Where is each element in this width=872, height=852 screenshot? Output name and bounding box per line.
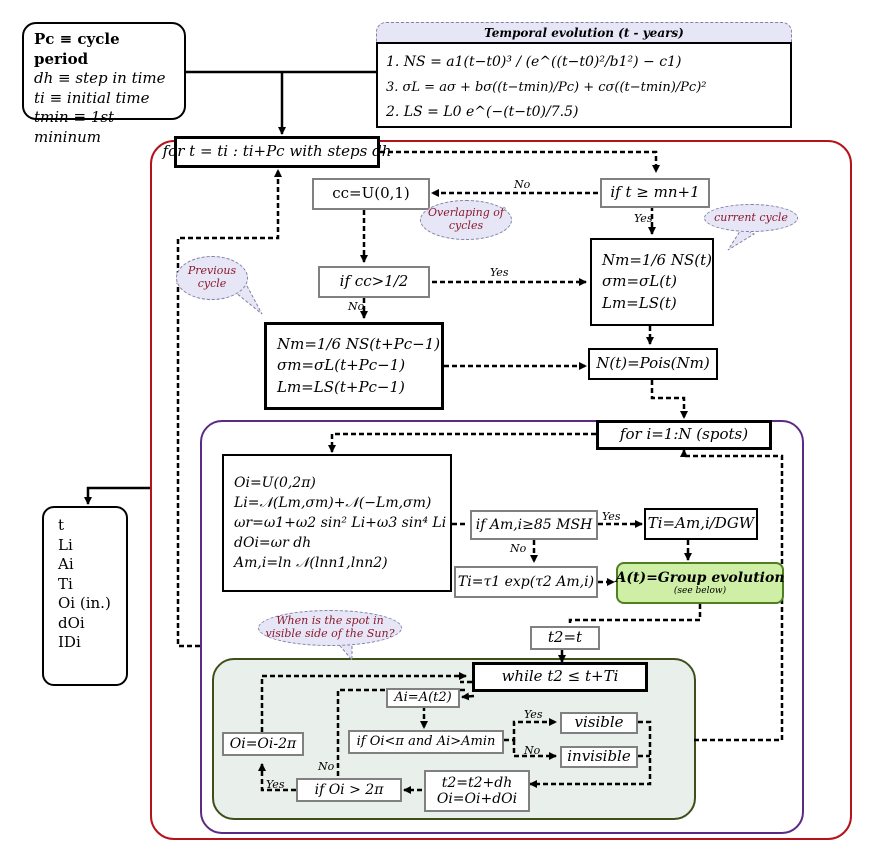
t2-init-box: t2=t: [530, 626, 600, 650]
spots-region: [200, 420, 804, 834]
no-label-cc: No: [514, 178, 531, 191]
previous-lm: Lm=LS(t+Pc−1): [277, 377, 405, 396]
while-loop: while t2 ≤ t+Ti: [472, 662, 648, 692]
for-cycle-loop: for t = ti : ti+Pc with steps dh: [163, 136, 391, 168]
temporal-eq3: 3. σL = aσ + bσ((t−tmin)/Pc) + cσ((t−tmi…: [386, 80, 707, 95]
current-cycle-bubble-text: current cycle: [714, 210, 788, 224]
ti-exp-box: Ti=τ1 exp(τ2 Am,i): [454, 566, 598, 598]
oi-update-line: Oi=Oi+dOi: [436, 791, 518, 807]
previous-nm: Nm=1/6 NS(t+Pc−1): [277, 335, 441, 354]
no-label-oi: No: [318, 760, 335, 773]
invisible-text: invisible: [567, 747, 631, 766]
current-cycle-bubble: current cycle: [704, 204, 798, 232]
temporal-header-text: Temporal evolution (t - years): [484, 25, 684, 40]
while-text: while t2 ≤ t+Ti: [501, 667, 619, 686]
temporal-header: Temporal evolution (t - years): [376, 22, 792, 42]
yes-label-cc: Yes: [490, 266, 509, 279]
spot-oi: Oi=U(0,2π): [234, 474, 316, 491]
no-label-prev: No: [348, 300, 365, 313]
output-item: t: [58, 516, 65, 534]
previous-cycle-bubble: Previous cycle: [176, 256, 248, 300]
spot-ami: Am,i=ln 𝒩(lnn1,lnn2): [234, 555, 388, 572]
ti-exp-text: Ti=τ1 exp(τ2 Am,i): [457, 573, 595, 590]
visible-side-bubble-text: When is the spot in visible side of the …: [265, 614, 395, 640]
for-spots-loop: for i=1:N (spots): [596, 420, 772, 450]
if-oi-text: if Oi > 2π: [314, 781, 384, 798]
poisson-box: N(t)=Pois(Nm): [588, 348, 718, 380]
output-list: t Li Ai Ti Oi (in.) dOi IDi: [42, 506, 128, 686]
temporal-eq2: 2. LS = L0 e^(−(t−t0)/7.5): [386, 104, 579, 120]
legend-step-in-time: dh ≡ step in time: [34, 69, 166, 87]
output-item: dOi: [58, 613, 85, 632]
if-t-text: if t ≥ mn+1: [610, 183, 700, 202]
t2-update-line: t2=t2+dh: [441, 774, 513, 791]
visible-box: visible: [560, 712, 638, 734]
overlap-bubble-text: Overlaping of cycles: [428, 206, 504, 232]
t2-update-box: t2=t2+dh Oi=Oi+dOi: [424, 770, 530, 812]
legend-min-time: tmin ≡ 1st mininum: [34, 108, 115, 146]
legend-initial-time: ti ≡ initial time: [34, 88, 150, 107]
yes-label-oi: Yes: [266, 778, 285, 791]
for-spots-text: for i=1:N (spots): [619, 425, 749, 444]
previous-sigma: σm=σL(t+Pc−1): [277, 356, 406, 375]
for-cycle-text: for t = ti : ti+Pc with steps dh: [162, 142, 392, 161]
spot-omega: ωr=ω1+ω2 sin² Li+ω3 sin⁴ Li: [234, 514, 447, 531]
if-oi-decision: if Oi > 2π: [296, 778, 402, 802]
no-label-area: No: [510, 542, 527, 555]
if-cc-decision: if cc>1/2: [318, 266, 430, 298]
output-item: Ai: [58, 555, 74, 573]
cc-uniform-box: cc=U(0,1): [312, 178, 430, 210]
if-visible-text: if Oi<π and Ai>Amin: [356, 733, 496, 749]
yes-label-t: Yes: [634, 212, 653, 225]
spot-equations: Oi=U(0,2π) Li=𝒩(Lm,σm)+𝒩(−Lm,σm) ωr=ω1+ω…: [222, 454, 452, 592]
if-visible-decision: if Oi<π and Ai>Amin: [348, 730, 504, 754]
group-evolution-subtitle: (see below): [673, 585, 727, 596]
output-item: Li: [58, 535, 73, 554]
visible-text: visible: [574, 713, 624, 732]
current-sigma: σm=σL(t): [602, 272, 677, 291]
temporal-eq1: 1. NS = a1(t−t0)³ / (e^((t−t0)²/b1²) − c…: [386, 54, 682, 70]
group-evolution-box[interactable]: A(t)=Group evolution (see below): [615, 562, 785, 604]
t2-init-text: t2=t: [547, 628, 583, 647]
output-item: IDi: [58, 633, 81, 651]
cc-uniform-text: cc=U(0,1): [332, 184, 410, 203]
yes-label-visible: Yes: [524, 708, 543, 721]
yes-label-area: Yes: [602, 510, 621, 523]
previous-cycle-bubble-text: Previous cycle: [187, 264, 237, 290]
no-label-visible: No: [524, 744, 541, 757]
spot-doi: dOi=ωr dh: [234, 535, 312, 552]
oi-reset-text: Oi=Oi-2π: [229, 735, 297, 752]
legend-cycle-period: Pc ≡ cycle period: [34, 30, 120, 68]
if-cc-text: if cc>1/2: [339, 272, 409, 291]
ai-update-text: Ai=A(t2): [394, 689, 452, 705]
current-nm: Nm=1/6 NS(t): [602, 251, 712, 270]
cycle-region: [150, 140, 852, 840]
poisson-text: N(t)=Pois(Nm): [596, 354, 710, 373]
output-item: Oi (in.): [58, 594, 111, 612]
parameter-legend: Pc ≡ cycle period dh ≡ step in time ti ≡…: [22, 22, 186, 146]
current-lm: Lm=LS(t): [602, 293, 677, 312]
invisible-box: invisible: [560, 746, 638, 768]
ai-update-box: Ai=A(t2): [386, 688, 460, 708]
overlap-bubble: Overlaping of cycles: [420, 200, 512, 240]
oi-reset-box: Oi=Oi-2π: [222, 732, 304, 756]
if-area-text: if Am,i≥85 MSH: [475, 516, 593, 533]
current-cycle-equations: Nm=1/6 NS(t) σm=σL(t) Lm=LS(t): [590, 238, 714, 326]
group-evolution-title: A(t)=Group evolution: [615, 569, 785, 586]
ti-gw-text: Ti=Am,i/DGW: [647, 514, 755, 533]
if-t-decision: if t ≥ mn+1: [600, 178, 710, 208]
if-area-decision: if Am,i≥85 MSH: [470, 510, 598, 540]
previous-cycle-equations: Nm=1/6 NS(t+Pc−1) σm=σL(t+Pc−1) Lm=LS(t+…: [264, 322, 444, 410]
visible-side-bubble: When is the spot in visible side of the …: [258, 610, 402, 646]
temporal-evolution-box: 1. NS = a1(t−t0)³ / (e^((t−t0)²/b1²) − c…: [376, 42, 792, 128]
spot-li: Li=𝒩(Lm,σm)+𝒩(−Lm,σm): [234, 494, 432, 511]
ti-gw-box: Ti=Am,i/DGW: [644, 508, 758, 540]
output-item: Ti: [58, 574, 73, 593]
